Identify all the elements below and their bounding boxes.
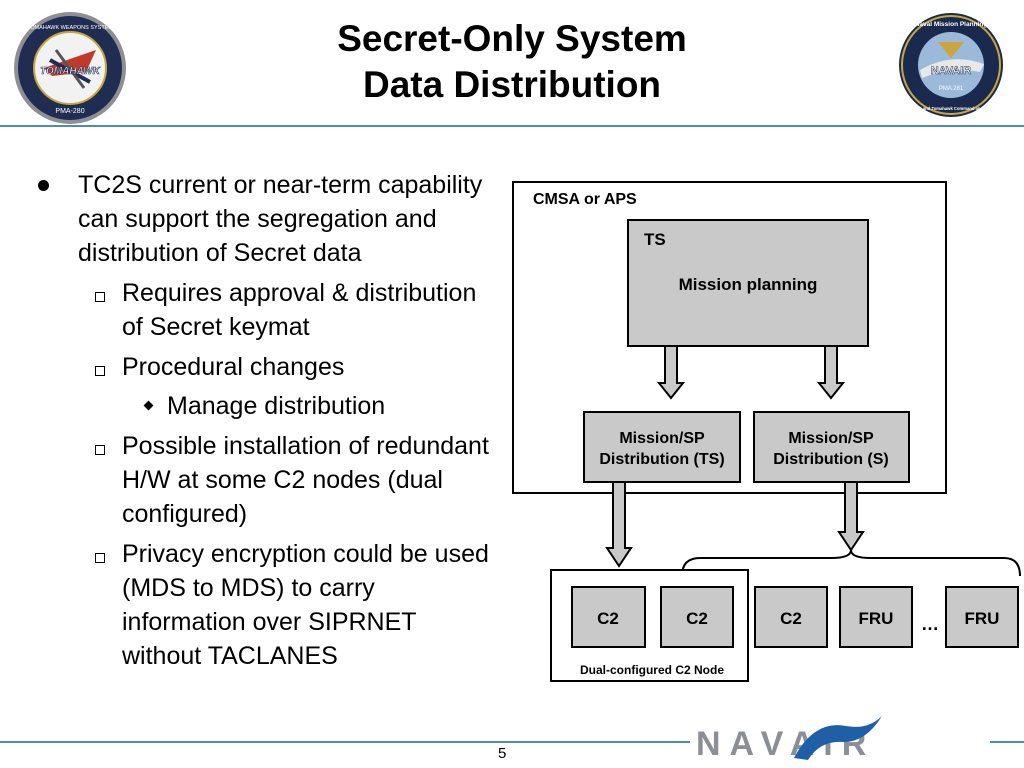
- bullet-square-icon: [95, 366, 105, 376]
- title-divider: [0, 125, 1024, 127]
- bullet-text: Procedural changes: [122, 353, 345, 381]
- bullet-text: Requires approval & distribution of Secr…: [122, 279, 477, 341]
- arrow-to-dist-ts: [656, 345, 686, 400]
- page-number: 5: [498, 745, 507, 762]
- mission-planning-label: Mission planning: [679, 275, 818, 294]
- fru-node: [945, 586, 1019, 648]
- naval-mission-planning-seal-icon: NAVAIR PMA 281 Naval Mission Planning Ta…: [899, 13, 1003, 117]
- navair-swoosh-icon: [794, 716, 882, 760]
- svg-text:FRU: FRU: [859, 609, 894, 628]
- secret-nodes-brace: [681, 549, 1021, 577]
- fru-node: [839, 586, 913, 648]
- ts-label: TS: [644, 230, 666, 249]
- ts-mission-planning-box: [627, 219, 869, 347]
- bullet-level-2: Procedural changes: [38, 350, 498, 384]
- bullet-square-icon: [95, 553, 105, 563]
- svg-text:PMA 281: PMA 281: [939, 86, 964, 92]
- bullet-level-2: Possible installation of redundant H/W a…: [38, 429, 498, 531]
- svg-text:FRU: FRU: [965, 609, 1000, 628]
- c2-node: [754, 586, 828, 648]
- c2-node: [571, 586, 646, 648]
- dist-ts-box: [583, 411, 741, 483]
- svg-text:C2: C2: [597, 609, 619, 628]
- bullet-square-icon: [95, 445, 105, 455]
- svg-text:Targeting and Tomahawk Command: Targeting and Tomahawk Command and Contr…: [903, 106, 999, 111]
- svg-text:PMA-280: PMA-280: [55, 108, 84, 115]
- bullet-dot-icon: [38, 180, 49, 191]
- svg-text:C2: C2: [686, 609, 708, 628]
- bullet-text: Manage distribution: [167, 392, 386, 420]
- bullet-level-1: TC2S current or near-term capability can…: [38, 168, 498, 270]
- footer-divider: [0, 741, 690, 743]
- more-nodes-ellipsis: …: [921, 614, 939, 634]
- dual-configured-label: Dual-configured C2 Node: [580, 663, 724, 677]
- arrow-to-dist-s: [816, 345, 846, 400]
- dist-s-line2: Distribution (S): [773, 451, 889, 468]
- bullet-list: TC2S current or near-term capability can…: [38, 168, 498, 673]
- svg-text:C2: C2: [780, 609, 802, 628]
- title-line-2: Data Distribution: [362, 64, 662, 105]
- navair-logo: NAVAIR: [696, 716, 882, 763]
- dist-s-line1: Mission/SP: [788, 430, 874, 447]
- svg-text:NAVAIR: NAVAIR: [931, 65, 972, 77]
- arrow-to-secret-nodes: [837, 481, 865, 552]
- dist-s-box: [753, 411, 910, 483]
- bullet-level-2: Privacy encryption could be used (MDS to…: [38, 537, 498, 673]
- bullet-diamond-icon: [143, 400, 154, 411]
- bullet-text: Possible installation of redundant H/W a…: [122, 432, 489, 528]
- page-title: Secret-Only System Data Distribution: [0, 16, 1024, 108]
- c2-node: [660, 586, 734, 648]
- dist-ts-line2: Distribution (TS): [599, 451, 724, 468]
- bullet-level-3: Manage distribution: [38, 389, 498, 423]
- svg-text:Naval Mission Planning: Naval Mission Planning: [915, 21, 988, 28]
- bullet-level-2: Requires approval & distribution of Secr…: [38, 276, 498, 344]
- bullet-text: TC2S current or near-term capability can…: [78, 171, 483, 267]
- dist-ts-line1: Mission/SP: [619, 430, 705, 447]
- svg-text:TOMAHAWK WEAPONS SYSTEM: TOMAHAWK WEAPONS SYSTEM: [27, 25, 113, 31]
- title-line-1: Secret-Only System: [337, 18, 687, 59]
- bullet-text: Privacy encryption could be used (MDS to…: [122, 540, 489, 670]
- tomahawk-seal-text: TOMAHAWK: [40, 66, 101, 77]
- arrow-to-dual-node: [605, 481, 633, 568]
- footer-divider-right: [990, 741, 1024, 743]
- bullet-square-icon: [95, 292, 105, 302]
- tomahawk-seal-icon: TOMAHAWK PMA-280 TOMAHAWK WEAPONS SYSTEM: [14, 12, 126, 124]
- cmsa-aps-label: CMSA or APS: [533, 191, 637, 208]
